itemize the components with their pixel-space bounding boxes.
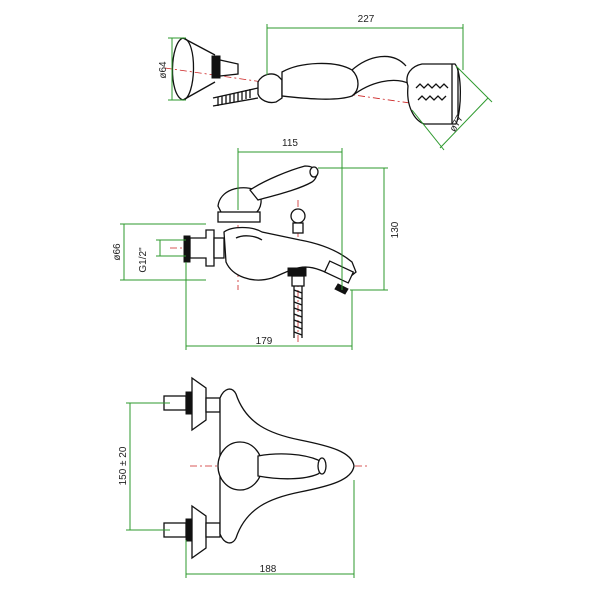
lever-arm xyxy=(249,165,318,201)
hose-connector xyxy=(257,73,283,104)
top-lever-arm xyxy=(257,453,324,480)
lower-flange-nut xyxy=(205,522,221,538)
bracket-line-bottom xyxy=(182,81,216,101)
lower-inlet-thread xyxy=(185,518,193,542)
shower-hose xyxy=(212,87,259,107)
dim-label-115: 115 xyxy=(282,138,298,149)
hose-outlet xyxy=(291,275,305,287)
bracket-neck xyxy=(219,59,239,77)
lever-base xyxy=(217,211,261,223)
flange-nut xyxy=(213,237,225,259)
dim-label-64: ø64 xyxy=(158,61,169,79)
mixer-side-view: 115 130 ø66 G1/2" 179 xyxy=(112,138,401,350)
upper-flange-nut xyxy=(205,397,221,413)
top-lever-base xyxy=(217,441,263,491)
dim-label-179: 179 xyxy=(256,336,273,347)
upper-inlet-thread xyxy=(185,391,193,415)
top-lever-tip xyxy=(317,457,327,475)
dim-label-130: 130 xyxy=(390,221,401,238)
dim-label-227: 227 xyxy=(358,14,375,25)
dim-label-thread: G1/2" xyxy=(138,247,149,273)
upper-flange xyxy=(191,376,207,432)
shower-head xyxy=(406,63,462,125)
shower-neck-top xyxy=(351,55,407,71)
bracket-line-top xyxy=(182,37,216,56)
diverter-stem xyxy=(292,222,304,234)
dim-label-150: 150 ± 20 xyxy=(118,446,129,485)
hand-shower-view: 227 ø64 ø77 xyxy=(158,14,493,151)
shower-handle xyxy=(281,62,359,100)
mixer-top-view: 150 ± 20 188 xyxy=(118,376,370,578)
dim-label-188: 188 xyxy=(260,564,277,575)
lower-flange xyxy=(191,504,207,560)
bracket-ring xyxy=(211,55,221,79)
dim-line-77 xyxy=(439,97,489,149)
shower-neck-bottom xyxy=(351,79,411,97)
flange xyxy=(189,229,215,267)
diverter-knob xyxy=(290,208,306,224)
dim-label-66: ø66 xyxy=(112,243,123,261)
lever-tip xyxy=(309,166,319,178)
hose-outlet-nut xyxy=(287,267,307,277)
side-hose xyxy=(293,286,303,338)
bracket-head xyxy=(171,37,195,101)
